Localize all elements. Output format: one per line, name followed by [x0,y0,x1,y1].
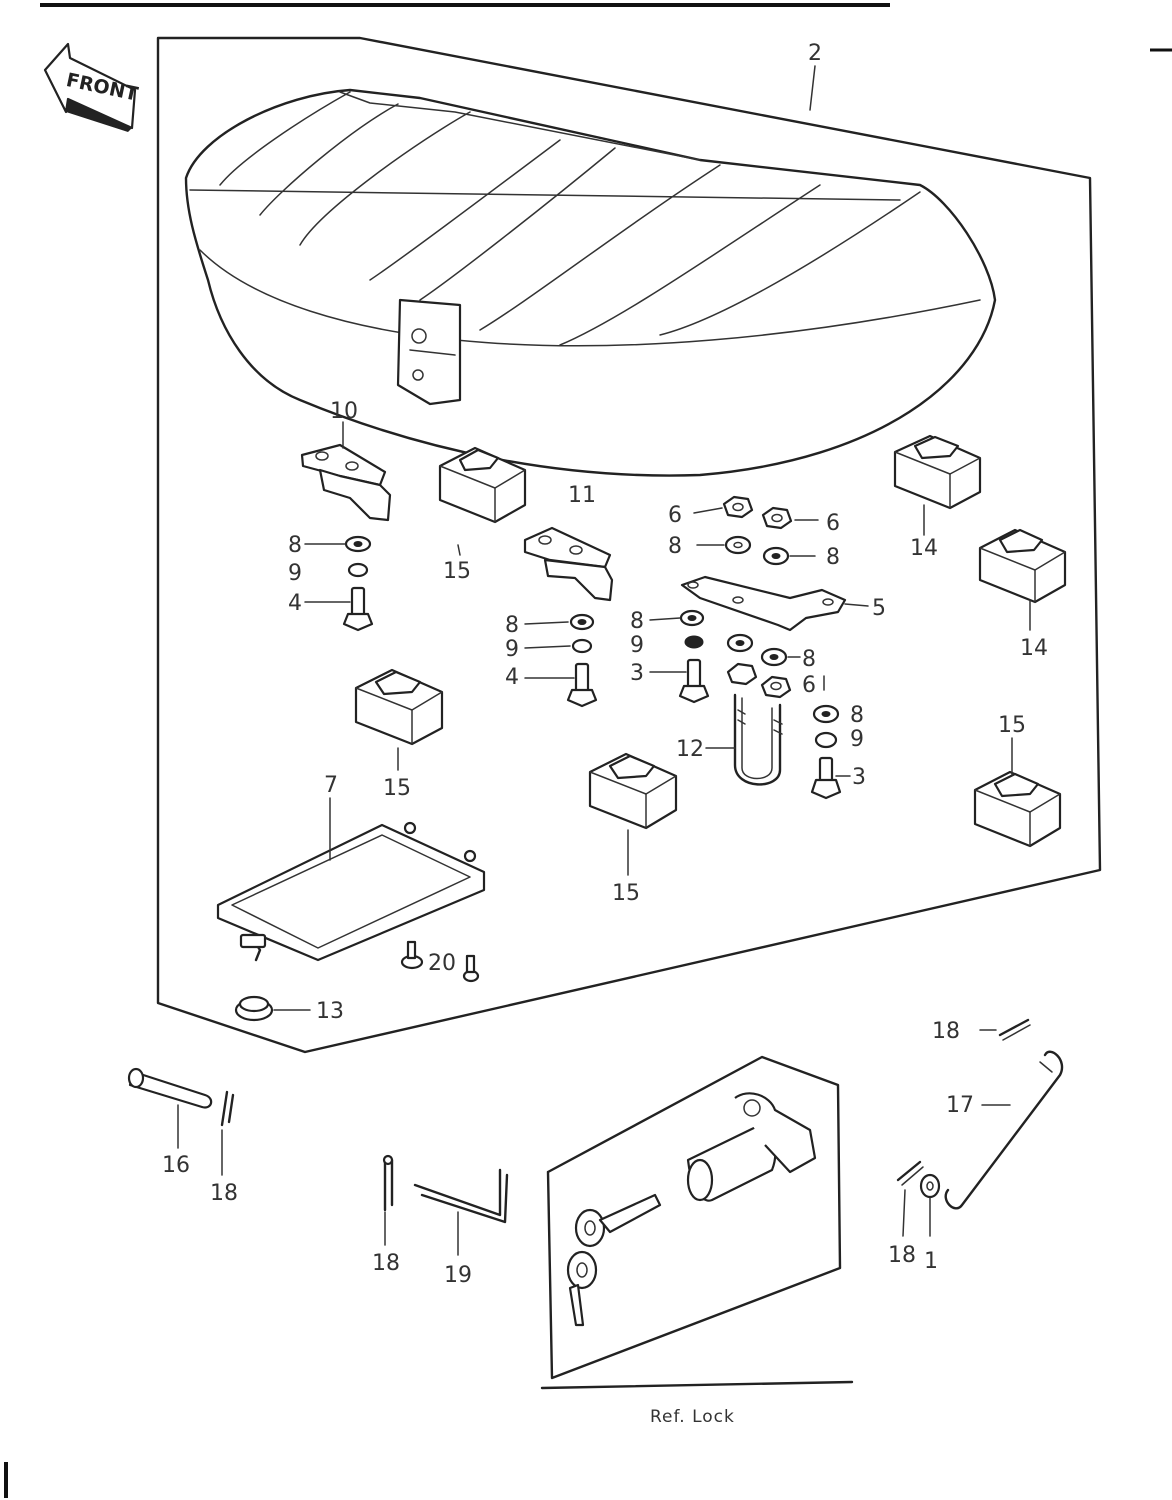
fastener-stack-right-top [722,495,793,566]
rubber-damper-15a [438,446,527,524]
front-arrow-icon: FRONT [43,42,140,132]
fastener-stack-center [566,609,710,708]
cotter-pin-18d [896,1160,924,1186]
callout-13: 13 [316,999,344,1024]
callout-5: 5 [872,596,886,621]
hinge-pin-16 [127,1067,213,1109]
rubber-damper-15c [588,752,678,830]
callout-17: 17 [946,1093,974,1118]
hinge-bracket-11 [523,526,614,602]
callout-20: 20 [428,951,456,976]
cotter-pin-18c [998,1018,1031,1041]
callout-4b: 4 [505,665,519,690]
callout-18c: 18 [372,1251,400,1276]
callout-18d: 18 [888,1243,916,1268]
callout-18a: 18 [932,1019,960,1044]
callout-3b: 3 [852,765,866,790]
callout-15b: 15 [998,713,1026,738]
screws-20 [400,940,480,983]
leader-lines [177,65,1031,1256]
callout-2: 2 [808,41,822,66]
rubber-damper-15b [354,668,444,746]
callout-6a: 6 [668,503,682,528]
callout-8e: 8 [630,609,644,634]
assembly-outline [156,36,1102,1054]
callout-15d: 15 [612,881,640,906]
callout-7: 7 [324,773,338,798]
fastener-stack-ubolt [726,633,792,699]
hinge-bracket-10 [300,443,392,522]
callout-9a: 9 [288,561,302,586]
callout-14b: 14 [1020,636,1048,661]
fastener-stack-left [342,535,374,632]
seat-stay-rod-17 [944,1050,1064,1210]
rubber-damper-15d [973,770,1062,848]
callout-15a: 15 [443,559,471,584]
callout-16: 16 [162,1153,190,1178]
callout-6b: 6 [826,511,840,536]
fastener-stack-right-bottom [810,704,842,800]
seat-lock-body [686,1092,817,1202]
washer-1 [919,1173,941,1199]
callout-numbers: 2 10 11 6 6 8 8 14 14 8 9 4 15 5 8 9 4 8… [162,41,1048,1288]
callout-1: 1 [924,1249,938,1274]
callout-9b: 9 [505,637,519,662]
callout-3a: 3 [630,661,644,686]
tool-tray-7 [216,821,486,962]
callout-9c: 9 [630,633,644,658]
callout-18b: 18 [210,1181,238,1206]
rubber-damper-14b [978,528,1067,604]
ref-caption-rule [540,1380,854,1390]
callout-8c: 8 [288,533,302,558]
u-bolt-12 [733,693,783,786]
callout-14a: 14 [910,536,938,561]
callout-8d: 8 [505,613,519,638]
callout-15c: 15 [383,776,411,801]
callout-10: 10 [330,399,358,424]
lock-inset-box [546,1055,842,1380]
grommet-13 [234,995,274,1022]
callout-6c: 6 [802,673,816,698]
callout-11: 11 [568,483,596,508]
callout-12: 12 [676,737,704,762]
callout-8f: 8 [802,647,816,672]
seat-bracket-5 [680,575,847,632]
hinge-pin-19 [413,1168,509,1224]
cotter-pin-18b [382,1154,394,1212]
seat-part-2 [184,88,997,477]
cotter-pin-18a [220,1090,235,1127]
keys-icon [566,1193,662,1327]
callout-8g: 8 [850,703,864,728]
ref-lock-caption: Ref. Lock [650,1407,735,1427]
rubber-damper-14a [893,434,982,510]
callout-8b: 8 [826,545,840,570]
callout-19: 19 [444,1263,472,1288]
callout-4a: 4 [288,591,302,616]
callout-8a: 8 [668,534,682,559]
callout-9d: 9 [850,727,864,752]
